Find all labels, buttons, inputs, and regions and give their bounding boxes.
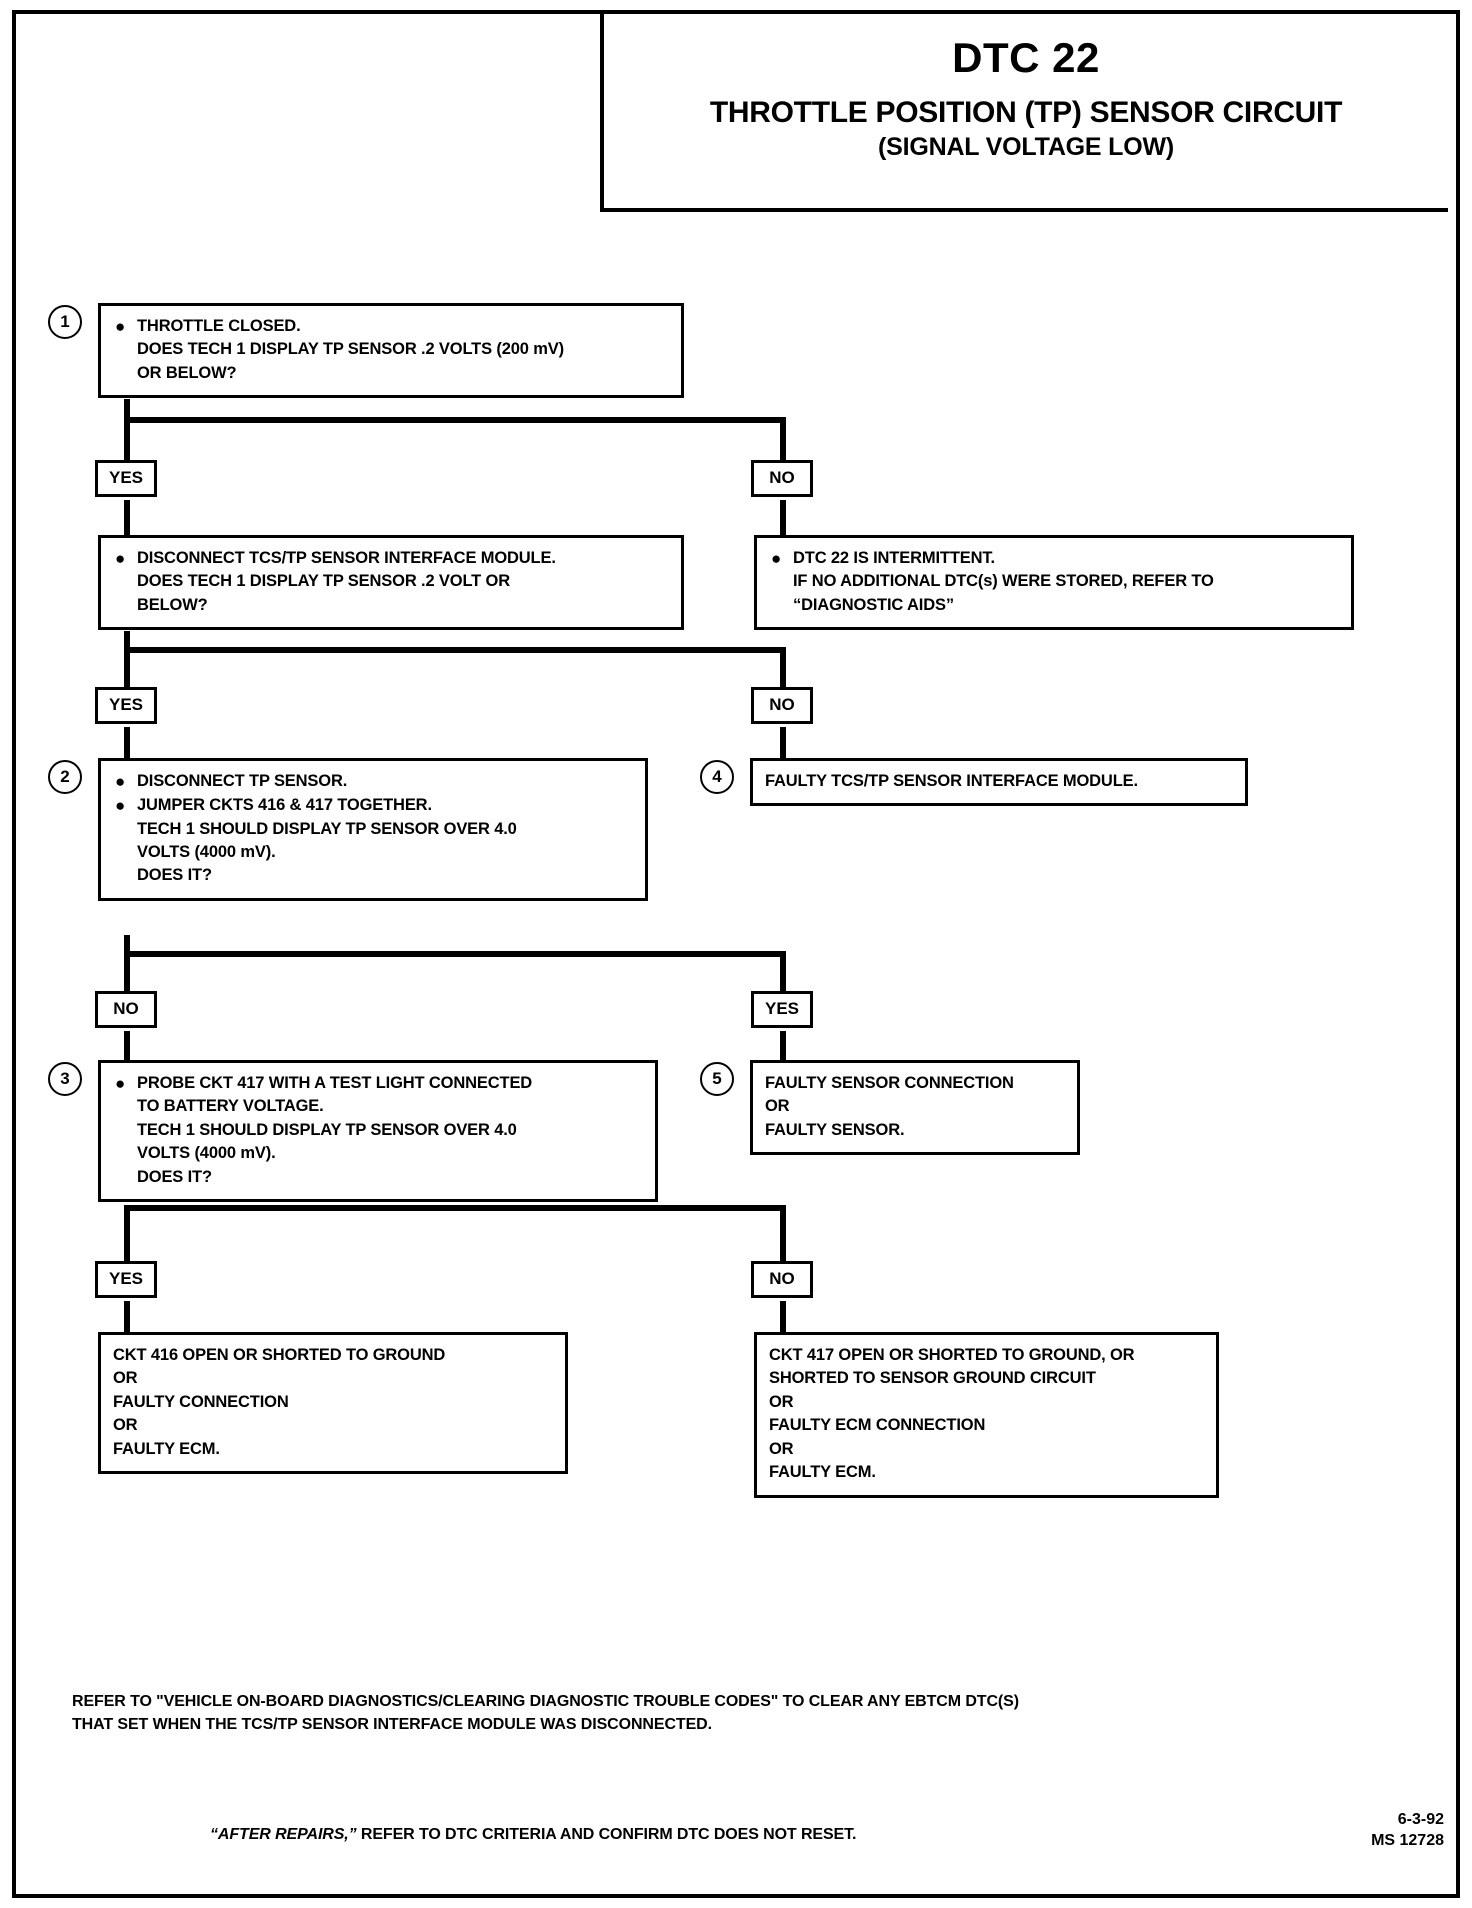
step-1-line-1: THROTTLE CLOSED.	[137, 317, 301, 335]
result-right-line-4: FAULTY ECM CONNECTION	[769, 1416, 986, 1435]
connector-1-yes-down	[124, 417, 130, 462]
connector-no2-to-box	[780, 727, 786, 760]
step-3-line-1: PROBE CKT 417 WITH A TEST LIGHT CONNECTE…	[137, 1074, 533, 1092]
bullet-icon: ●	[771, 549, 782, 568]
connector-3-yes-down	[780, 951, 786, 993]
step-box-3: ● PROBE CKT 417 WITH A TEST LIGHT CONNEC…	[98, 1060, 658, 1203]
connector-3-no-down	[124, 951, 130, 993]
step-3-line-4: VOLTS (4000 mV).	[137, 1144, 276, 1163]
result-left-line-5: FAULTY ECM.	[113, 1439, 220, 1458]
branch-label-yes-4: YES	[95, 1261, 157, 1298]
connector-1-across	[124, 417, 786, 423]
after-repairs-rest: REFER TO DTC CRITERIA AND CONFIRM DTC DO…	[356, 1826, 857, 1843]
result-left-line-4: OR	[113, 1416, 138, 1435]
step-2-line-1: DISCONNECT TP SENSOR.	[137, 772, 348, 790]
dtc-code: DTC 22	[952, 34, 1100, 81]
step-number-1: 1	[48, 305, 82, 339]
result-right-line-3: OR	[769, 1392, 794, 1411]
result-right-line-2: SHORTED TO SENSOR GROUND CIRCUIT	[769, 1369, 1096, 1388]
step-1-yes-line-1: DISCONNECT TCS/TP SENSOR INTERFACE MODUL…	[137, 549, 556, 567]
step-1-line-2: DOES TECH 1 DISPLAY TP SENSOR .2 VOLTS (…	[137, 340, 564, 359]
step-box-5: FAULTY SENSOR CONNECTION OR FAULTY SENSO…	[750, 1060, 1080, 1156]
step-5-line-3: FAULTY SENSOR.	[765, 1120, 905, 1139]
branch-label-no-1: NO	[751, 460, 813, 497]
page-border	[12, 10, 1460, 1898]
document-id: MS 12728	[1371, 1831, 1444, 1849]
connector-yes1-to-box	[124, 500, 130, 538]
step-1-yes-line-3: BELOW?	[137, 595, 208, 614]
step-number-3: 3	[48, 1062, 82, 1096]
step-1-yes-box: ● DISCONNECT TCS/TP SENSOR INTERFACE MOD…	[98, 535, 684, 631]
branch-label-yes-3: YES	[751, 991, 813, 1028]
page-title: THROTTLE POSITION (TP) SENSOR CIRCUIT	[709, 96, 1343, 130]
step-2-line-5: DOES IT?	[137, 866, 212, 885]
step-2-line-2: JUMPER CKTS 416 & 417 TOGETHER.	[137, 796, 432, 815]
connector-2-across	[124, 647, 786, 653]
step-box-2: ● DISCONNECT TP SENSOR. ● JUMPER CKTS 41…	[98, 758, 648, 901]
connector-2-no-down	[780, 647, 786, 689]
result-box-left: CKT 416 OPEN OR SHORTED TO GROUND OR FAU…	[98, 1332, 568, 1475]
connector-2-yes-down	[124, 647, 130, 689]
result-left-line-3: FAULTY CONNECTION	[113, 1392, 289, 1411]
title-block: DTC 22 THROTTLE POSITION (TP) SENSOR CIR…	[600, 12, 1448, 212]
connector-no4-to-box	[780, 1301, 786, 1335]
step-1-line-3: OR BELOW?	[137, 363, 237, 382]
step-2-line-4: VOLTS (4000 mV).	[137, 842, 276, 861]
connector-no3-to-box	[124, 1031, 130, 1064]
step-number-5: 5	[700, 1062, 734, 1096]
bullet-icon: ●	[115, 1074, 126, 1093]
footer-note-line-2: THAT SET WHEN THE TCS/TP SENSOR INTERFAC…	[72, 1716, 712, 1734]
step-1-no-box: ● DTC 22 IS INTERMITTENT. IF NO ADDITION…	[754, 535, 1354, 631]
step-number-4: 4	[700, 760, 734, 794]
step-1-no-line-2: IF NO ADDITIONAL DTC(s) WERE STORED, REF…	[793, 572, 1214, 591]
result-right-line-5: OR	[769, 1439, 794, 1458]
footer-after-repairs: “AFTER REPAIRS,” REFER TO DTC CRITERIA A…	[210, 1826, 856, 1844]
connector-1-down	[124, 399, 130, 423]
connector-yes4-to-box	[124, 1301, 130, 1335]
step-3-line-2: TO BATTERY VOLTAGE.	[137, 1097, 324, 1116]
connector-3-down	[124, 935, 130, 957]
step-1-no-line-1: DTC 22 IS INTERMITTENT.	[793, 549, 995, 567]
connector-1-no-down	[780, 417, 786, 462]
result-box-right: CKT 417 OPEN OR SHORTED TO GROUND, OR SH…	[754, 1332, 1219, 1498]
footer-note-line-1: REFER TO "VEHICLE ON-BOARD DIAGNOSTICS/C…	[72, 1693, 1019, 1710]
branch-label-yes-1: YES	[95, 460, 157, 497]
connector-no1-to-box	[780, 500, 786, 538]
connector-3-across	[124, 951, 786, 957]
document-code: 6-3-92 MS 12728	[1371, 1810, 1444, 1852]
result-left-line-1: CKT 416 OPEN OR SHORTED TO GROUND	[113, 1346, 446, 1364]
step-number-2: 2	[48, 760, 82, 794]
branch-label-yes-2: YES	[95, 687, 157, 724]
result-right-line-6: FAULTY ECM.	[769, 1463, 876, 1482]
step-5-line-2: OR	[765, 1097, 790, 1116]
branch-label-no-3: NO	[95, 991, 157, 1028]
after-repairs-emphasis: “AFTER REPAIRS,”	[210, 1826, 357, 1843]
result-left-line-2: OR	[113, 1369, 138, 1388]
step-box-1: ● THROTTLE CLOSED. DOES TECH 1 DISPLAY T…	[98, 303, 684, 399]
connector-4-no-down	[780, 1205, 786, 1263]
step-box-4: FAULTY TCS/TP SENSOR INTERFACE MODULE.	[750, 758, 1248, 807]
connector-4-across	[124, 1205, 786, 1211]
connector-yes3-to-box	[780, 1031, 786, 1064]
bullet-icon: ●	[115, 796, 126, 816]
page-subtitle: (SIGNAL VOLTAGE LOW)	[878, 132, 1174, 161]
bullet-icon: ●	[115, 549, 126, 568]
connector-4-yes-down	[124, 1205, 130, 1263]
step-5-line-1: FAULTY SENSOR CONNECTION	[765, 1074, 1014, 1092]
step-4-line-1: FAULTY TCS/TP SENSOR INTERFACE MODULE.	[765, 772, 1138, 790]
connector-2-down	[124, 631, 130, 653]
branch-label-no-4: NO	[751, 1261, 813, 1298]
step-1-yes-line-2: DOES TECH 1 DISPLAY TP SENSOR .2 VOLT OR	[137, 572, 510, 591]
step-3-line-3: TECH 1 SHOULD DISPLAY TP SENSOR OVER 4.0	[137, 1120, 517, 1139]
result-right-line-1: CKT 417 OPEN OR SHORTED TO GROUND, OR	[769, 1346, 1135, 1364]
branch-label-no-2: NO	[751, 687, 813, 724]
document-date: 6-3-92	[1397, 1811, 1444, 1828]
step-2-line-3: TECH 1 SHOULD DISPLAY TP SENSOR OVER 4.0	[137, 819, 517, 838]
bullet-icon: ●	[115, 772, 126, 791]
connector-yes2-to-box	[124, 727, 130, 760]
step-1-no-line-3: “DIAGNOSTIC AIDS”	[793, 595, 954, 614]
bullet-icon: ●	[115, 317, 126, 336]
footer-note: REFER TO "VEHICLE ON-BOARD DIAGNOSTICS/C…	[72, 1690, 1322, 1736]
step-3-line-5: DOES IT?	[137, 1167, 212, 1186]
